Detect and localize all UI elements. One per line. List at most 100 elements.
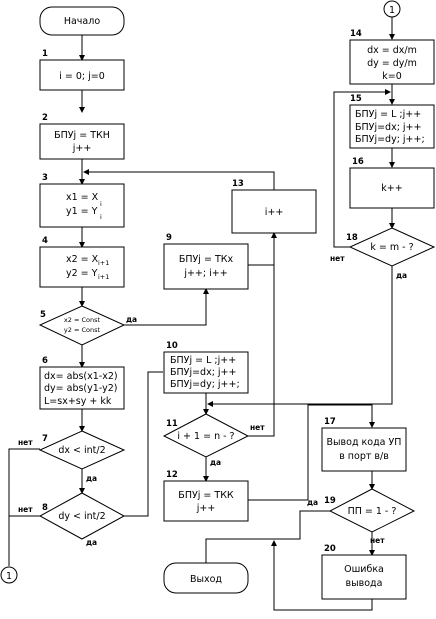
decision-5-const: 5 x2 = Const y2 = Const да [38, 305, 137, 346]
decision-18-text: k = m - ? [370, 242, 413, 253]
block-4-read-next-point: 4 x2 = X i+1 y2 = Y i+1 [39, 236, 125, 288]
block-12-line-2: j++ [196, 503, 216, 514]
block-2-line-1: БПУj = ТКН [54, 130, 110, 141]
decision-11: 11 i + 1 = n - ? нет да [162, 413, 265, 467]
decision-7: 7 нет dx < int/2 да [18, 430, 126, 483]
decision-5-line-1: x2 = Const [64, 316, 101, 324]
decision-11-no-label: нет [250, 423, 265, 432]
block-15-line-3: БПУj=dy; j++; [355, 134, 425, 145]
block-10-line-1: БПУj = L ;j++ [170, 355, 236, 366]
block-9-line-1: БПУj = ТКx [179, 254, 234, 265]
block-4-line-2: y2 = Y [66, 268, 98, 279]
decision-18-yes-label: да [396, 271, 407, 280]
block-4-number: 4 [42, 236, 48, 246]
block-3-index-2: i [100, 213, 102, 221]
start-label: Начало [64, 16, 100, 27]
block-15-number: 15 [350, 94, 362, 104]
decision-8-yes-label: да [86, 538, 97, 547]
start-terminator: Начало [39, 6, 125, 36]
block-6-compute: 6 dx= abs(x1-x2) dy= abs(y1-y2) L=sx+sy … [39, 356, 125, 410]
block-12-number: 12 [166, 470, 178, 480]
connector-lines [8, 17, 395, 611]
block-6-number: 6 [42, 356, 48, 366]
block-6-line-2: dy= abs(y1-y2) [44, 383, 117, 394]
decision-18-no-label: нет [330, 254, 345, 263]
block-20-line-1: Ошибка [344, 564, 384, 575]
block-17-line-2: в порт в/в [339, 451, 389, 462]
block-4-index-2: i+1 [98, 273, 109, 281]
decision-5-number: 5 [40, 310, 46, 320]
decision-7-no-label: нет [18, 438, 33, 447]
block-13-text: i++ [265, 207, 284, 218]
block-3-line-1: x1 = X [66, 192, 99, 203]
block-1-text: i = 0; j=0 [59, 71, 105, 82]
decision-18-number: 18 [346, 233, 358, 243]
block-14-number: 14 [350, 29, 362, 39]
offpage-connector-top: 1 [383, 0, 401, 18]
block-3-read-point: 3 x1 = X y1 = Y i i [39, 173, 125, 228]
block-2-assign: 2 БПУj = ТКН j++ [39, 113, 125, 160]
decision-19: 19 ПП = 1 - ? да нет [307, 488, 416, 545]
block-2-line-2: j++ [72, 143, 92, 154]
offpage-connector-bottom-label: 1 [6, 571, 12, 582]
block-15-line-2: БПУj=dx; j++ [355, 122, 421, 133]
decision-8-number: 8 [42, 503, 48, 513]
exit-terminator: Выход [163, 562, 249, 594]
block-10-number: 10 [166, 341, 178, 351]
block-20-error: 20 Ошибка вывода [321, 544, 407, 600]
block-6-line-3: L=sx+sy + kk [44, 396, 112, 407]
block-16-number: 16 [352, 157, 364, 167]
block-17-line-1: Вывод кода УП [327, 437, 402, 448]
block-16-text: k++ [381, 183, 402, 194]
decision-5-yes-label: да [126, 315, 137, 324]
block-4-line-1: x2 = X [66, 254, 99, 265]
decision-18: 18 k = m - ? нет да [330, 227, 436, 280]
block-10-line-2: БПУj=dx; j++ [170, 367, 236, 378]
block-14-line-2: dy = dy/m [367, 58, 417, 69]
decision-11-number: 11 [166, 419, 178, 429]
offpage-connector-bottom: 1 [0, 566, 18, 584]
block-13-number: 13 [232, 179, 244, 189]
block-12-line-1: БПУj = ТКК [178, 490, 234, 501]
block-20-line-2: вывода [346, 578, 383, 589]
block-14-line-3: k=0 [382, 71, 402, 82]
decision-19-text: ПП = 1 - ? [348, 506, 397, 517]
block-9-line-2: j++; i++ [183, 268, 227, 279]
decision-7-text: dx < int/2 [58, 445, 105, 456]
decision-8: 8 нет dy < int/2 да [18, 492, 126, 547]
decision-11-text: i + 1 = n - ? [177, 431, 234, 442]
decision-5-line-2: y2 = Const [64, 326, 101, 334]
block-1-number: 1 [42, 49, 48, 59]
decision-19-number: 19 [324, 496, 336, 506]
block-2-number: 2 [42, 113, 48, 123]
decision-7-number: 7 [42, 434, 48, 444]
block-1-init: 1 i = 0; j=0 [39, 49, 125, 91]
decision-7-yes-label: да [86, 474, 97, 483]
decision-8-text: dy < int/2 [58, 511, 105, 522]
block-17-number: 17 [324, 417, 336, 427]
block-10-line-3: БПУj=dy; j++; [170, 379, 240, 390]
block-6-line-1: dx= abs(x1-x2) [44, 371, 118, 382]
block-16-increment-k: 16 k++ [349, 157, 435, 209]
block-14-scale: 14 dx = dx/m dy = dy/m k=0 [349, 29, 435, 85]
decision-8-no-label: нет [18, 505, 33, 514]
block-14-line-1: dx = dx/m [367, 45, 417, 56]
block-10-store: 10 БПУj = L ;j++ БПУj=dx; j++ БПУj=dy; j… [163, 341, 249, 394]
block-15-line-1: БПУj = L ;j++ [355, 109, 421, 120]
block-12-assign-kk: 12 БПУj = ТКК j++ [163, 470, 249, 522]
block-4-index-1: i+1 [98, 259, 109, 267]
block-9-assign-kx: 9 БПУj = ТКx j++; i++ [163, 233, 249, 290]
decision-19-no-label: нет [370, 536, 385, 545]
decision-19-yes-label: да [307, 498, 318, 507]
block-3-line-2: y1 = Y [66, 206, 98, 217]
offpage-connector-top-label: 1 [389, 5, 395, 16]
exit-label: Выход [190, 574, 222, 585]
block-15-store: 15 БПУj = L ;j++ БПУj=dx; j++ БПУj=dy; j… [349, 94, 435, 149]
decision-11-yes-label: да [210, 458, 221, 467]
block-9-number: 9 [166, 233, 172, 243]
block-20-number: 20 [324, 544, 336, 554]
block-3-index-1: i [100, 200, 102, 208]
block-13-increment-i: 13 i++ [231, 179, 317, 234]
block-17-output: 17 Вывод кода УП в порт в/в [321, 417, 407, 472]
